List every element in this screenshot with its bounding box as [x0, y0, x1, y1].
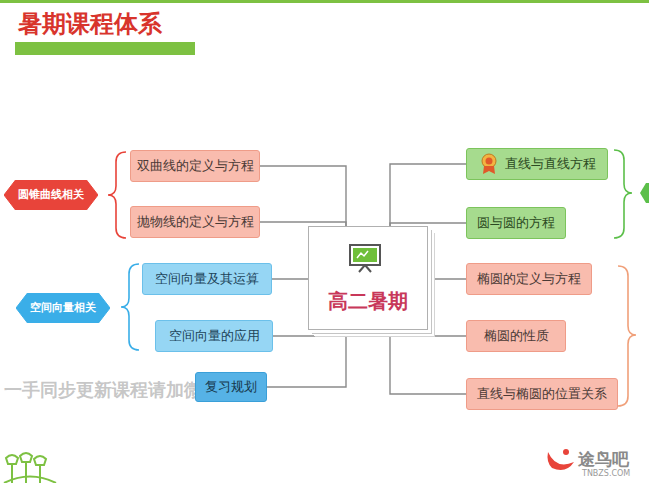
node-text: 复习规划	[205, 380, 257, 395]
node-text: 空间向量的应用	[169, 329, 260, 344]
topic-box: 圆与圆的方程	[466, 207, 566, 239]
node-text: 直线与直线方程	[505, 157, 596, 172]
logo-text: 途鸟吧	[578, 448, 629, 471]
topic-box: 直线与椭圆的位置关系	[466, 378, 618, 410]
medal-icon	[480, 153, 498, 175]
node-text: 直线与椭圆的位置关系	[477, 387, 607, 402]
topic-box: 抛物线的定义与方程	[130, 206, 260, 238]
branch-line	[260, 166, 346, 226]
node-text: 双曲线的定义与方程	[137, 159, 254, 174]
logo-url: TNBZS.COM	[582, 469, 630, 478]
branch-line	[428, 278, 466, 279]
hexagon-outline	[16, 293, 110, 323]
topic-box: 双曲线的定义与方程	[130, 150, 260, 182]
node-text: 圆锥曲线相关	[18, 189, 84, 202]
node-text: 空间向量及其运算	[155, 272, 259, 287]
topic-box: 空间向量及其运算	[142, 263, 272, 295]
branch-line	[272, 278, 308, 279]
node-text: 椭圆的性质	[484, 329, 549, 344]
group-tag: 圆锥曲线相关	[4, 180, 98, 210]
topic-box: 复习规划	[195, 372, 267, 402]
branch-line	[267, 330, 346, 387]
node-text: 圆与圆的方程	[477, 216, 555, 231]
node-text: 高二暑期	[328, 290, 408, 313]
branch-line	[390, 330, 466, 394]
node-text: 椭圆的定义与方程	[477, 272, 581, 287]
board-icon	[348, 243, 382, 273]
page-title: 暑期课程体系	[18, 8, 162, 40]
branch-line	[390, 330, 466, 336]
hexagon-outline	[4, 180, 98, 210]
topic-box: 椭圆的定义与方程	[466, 263, 592, 295]
node-text: 抛物线的定义与方程	[137, 215, 254, 230]
topic-box: 空间向量的应用	[155, 320, 273, 352]
branch-line	[273, 330, 346, 336]
central-topic: 高二暑期	[308, 226, 428, 330]
group-tag: 空间向量相关	[16, 293, 110, 323]
branch-line	[390, 164, 466, 226]
node-text: 空间向量相关	[30, 302, 96, 315]
topic-box: 椭圆的性质	[466, 320, 566, 352]
